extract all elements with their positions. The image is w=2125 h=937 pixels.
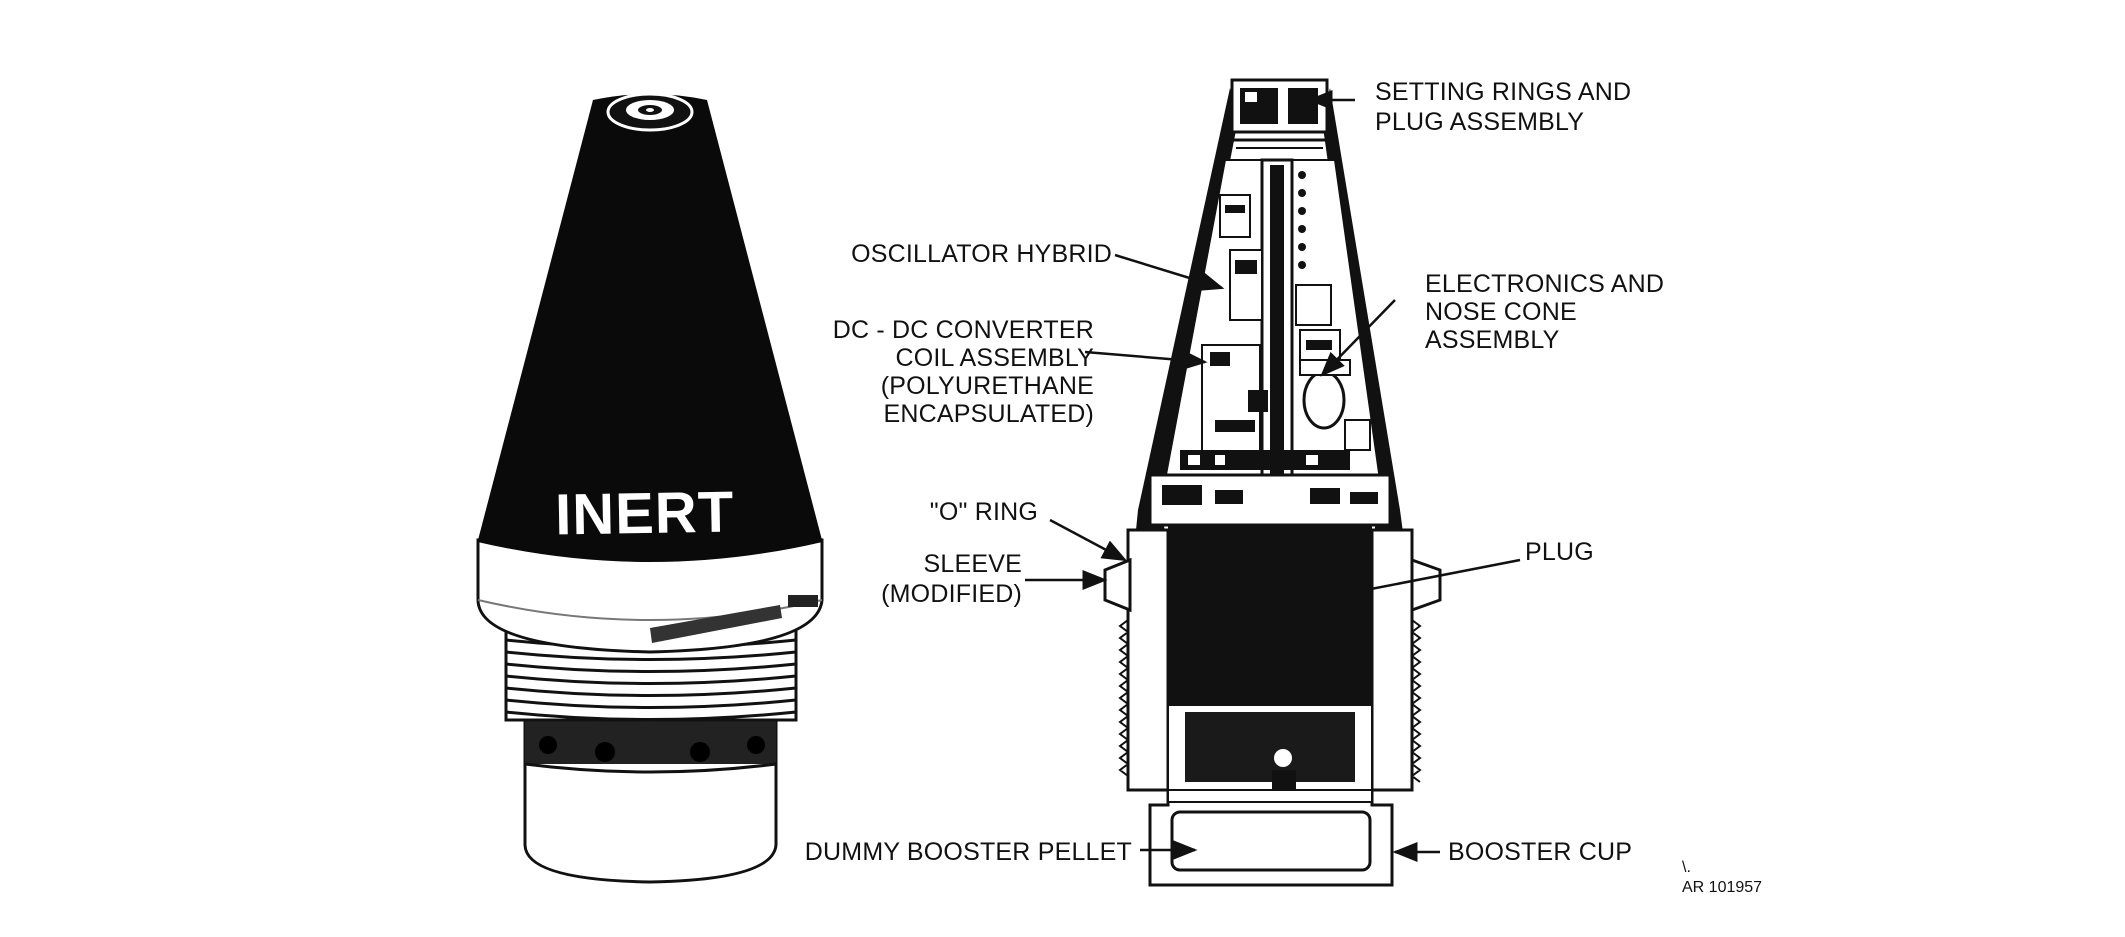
label-dcdc-line2: COIL ASSEMBLY bbox=[895, 344, 1094, 372]
label-electronics-line1: ELECTRONICS AND bbox=[1425, 270, 1664, 298]
leader-plug bbox=[1337, 558, 1521, 601]
label-dcdc-line4: ENCAPSULATED) bbox=[883, 400, 1094, 428]
label-booster-cup: BOOSTER CUP bbox=[1448, 838, 1632, 866]
leader-lines bbox=[1025, 90, 1521, 862]
leader-oscillator bbox=[1114, 253, 1225, 291]
leader-electronics bbox=[1320, 299, 1396, 377]
fuze-collar bbox=[476, 538, 824, 654]
label-setting-rings-line2: PLUG ASSEMBLY bbox=[1375, 108, 1584, 136]
figure-code-line2: AR 101957 bbox=[1682, 879, 1762, 896]
label-sleeve-line2: (MODIFIED) bbox=[881, 580, 1022, 608]
fuze-housing bbox=[1103, 528, 1442, 792]
exterior-fuze-view: INERT bbox=[476, 92, 824, 884]
label-dcdc-line3: (POLYURETHANE bbox=[881, 372, 1094, 400]
booster-cup-part bbox=[1148, 789, 1394, 887]
electronics-stack bbox=[1148, 158, 1392, 527]
label-dcdc-line1: DC - DC CONVERTER bbox=[833, 316, 1094, 344]
label-oscillator-hybrid: OSCILLATOR HYBRID bbox=[851, 240, 1112, 268]
label-setting-rings-line1: SETTING RINGS AND bbox=[1375, 78, 1631, 106]
plug-part bbox=[1167, 525, 1373, 798]
label-electronics-line2: NOSE CONE bbox=[1425, 298, 1577, 326]
fuze-lower-body bbox=[523, 718, 778, 884]
leader-oring bbox=[1049, 518, 1128, 562]
nose-tip bbox=[606, 92, 694, 132]
label-o-ring: "O" RING bbox=[930, 498, 1038, 526]
nose-cone-exterior bbox=[477, 94, 823, 562]
figure-code-line1: \. bbox=[1682, 859, 1691, 876]
setting-rings-part bbox=[1230, 78, 1329, 149]
label-dummy-booster-pellet: DUMMY BOOSTER PELLET bbox=[805, 838, 1132, 866]
cutaway-fuze-view bbox=[1103, 78, 1442, 887]
label-plug: PLUG bbox=[1525, 538, 1594, 566]
inert-marking: INERT bbox=[555, 479, 735, 547]
coil-spring bbox=[1298, 171, 1306, 269]
callout-labels: SETTING RINGS AND PLUG ASSEMBLY OSCILLAT… bbox=[805, 78, 1762, 896]
label-electronics-line3: ASSEMBLY bbox=[1425, 326, 1560, 354]
leader-dcdc bbox=[1084, 350, 1208, 371]
label-sleeve-line1: SLEEVE bbox=[924, 550, 1022, 578]
